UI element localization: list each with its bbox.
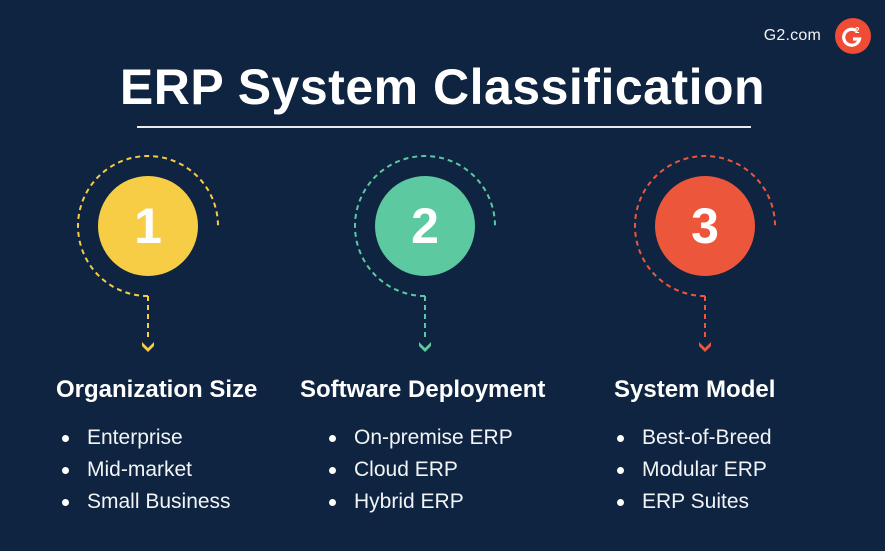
list-item: Best-of-Breed <box>617 422 772 454</box>
list-item: ERP Suites <box>617 486 772 518</box>
list-item-text: Modular ERP <box>642 458 767 481</box>
page-title: ERP System Classification <box>119 59 766 115</box>
list-item-text: On-premise ERP <box>354 426 513 449</box>
list-item: Small Business <box>62 486 231 518</box>
svg-text:2: 2 <box>855 26 860 35</box>
bullet-list: On-premise ERP Cloud ERP Hybrid ERP <box>329 422 513 518</box>
bullet-dot-icon <box>329 434 336 442</box>
list-item-text: Small Business <box>87 490 231 513</box>
column-heading: System Model <box>614 376 776 403</box>
step-number-badge: 1 <box>98 176 198 276</box>
brand-text: G2.com <box>763 27 821 44</box>
list-item: Modular ERP <box>617 454 772 486</box>
step-number-badge: 3 <box>655 176 755 276</box>
column-heading: Organization Size <box>56 376 258 403</box>
bullet-dot-icon <box>617 466 624 474</box>
dashed-ring-decoration: 3 <box>625 150 785 360</box>
list-item: Mid-market <box>62 454 231 486</box>
dashed-ring-decoration: 1 <box>68 150 228 360</box>
list-item: Hybrid ERP <box>329 486 513 518</box>
list-item-text: Enterprise <box>87 426 183 449</box>
dashed-ring-decoration: 2 <box>345 150 505 360</box>
list-item: On-premise ERP <box>329 422 513 454</box>
step-number-badge: 2 <box>375 176 475 276</box>
title-divider <box>137 126 751 128</box>
bullet-dot-icon <box>617 434 624 442</box>
brand: G2.com 2 <box>764 18 871 54</box>
list-item-text: Cloud ERP <box>354 458 458 481</box>
bullet-list: Enterprise Mid-market Small Business <box>62 422 231 518</box>
bullet-dot-icon <box>62 466 69 474</box>
list-item: Cloud ERP <box>329 454 513 486</box>
list-item-text: Hybrid ERP <box>354 490 464 513</box>
bullet-dot-icon <box>62 498 69 506</box>
g2-logo-icon: 2 <box>835 18 871 54</box>
list-item-text: ERP Suites <box>642 490 749 513</box>
column-heading: Software Deployment <box>300 376 546 403</box>
list-item: Enterprise <box>62 422 231 454</box>
bullet-dot-icon <box>329 466 336 474</box>
list-item-text: Mid-market <box>87 458 193 481</box>
bullet-dot-icon <box>62 434 69 442</box>
bullet-dot-icon <box>329 498 336 506</box>
list-item-text: Best-of-Breed <box>642 426 772 449</box>
bullet-list: Best-of-Breed Modular ERP ERP Suites <box>617 422 772 518</box>
bullet-dot-icon <box>617 498 624 506</box>
